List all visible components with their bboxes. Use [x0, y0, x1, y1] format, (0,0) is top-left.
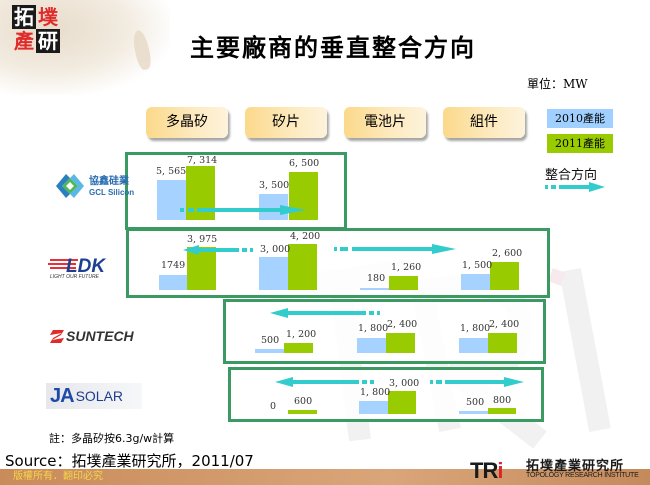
stage-cell: 電池片: [344, 107, 426, 138]
legend-direction-label: 整合方向: [545, 168, 598, 183]
stage-wafer: 矽片: [245, 107, 327, 138]
logo-char: 產: [14, 29, 34, 53]
bar-suntech-cell-2010: [357, 338, 386, 353]
value-label: 1, 800: [360, 387, 391, 398]
bar-ja-cell-2010: [359, 401, 388, 414]
value-label: 1, 800: [460, 323, 491, 334]
gcl-logo-icon: [56, 174, 84, 198]
svg-text:LDK: LDK: [66, 256, 106, 277]
value-label: 3, 000: [260, 244, 291, 255]
bar-suntech-wafer-2010: [255, 349, 284, 353]
legend-2011: 2011產能: [547, 134, 613, 153]
footnote: 註：多晶矽按6.3g/w計算: [49, 432, 175, 445]
source-label: Source：拓墣產業研究所，2011/07: [5, 452, 254, 470]
bar-ldk-poly-2010: [159, 275, 187, 290]
value-label: 1, 800: [358, 323, 389, 334]
tri-chinese-name: 拓墣產業研究所: [526, 459, 625, 474]
value-label: 180: [367, 273, 386, 284]
logo-char: 研: [36, 29, 60, 53]
bar-ldk-wafer-2011: [288, 244, 317, 290]
value-label: 1749: [161, 260, 186, 271]
tri-corner-logo: 拓 墣 產 研: [8, 5, 60, 53]
value-label: 6, 500: [289, 158, 320, 169]
unit-label: 單位：MW: [527, 77, 588, 91]
value-label: 7, 314: [187, 155, 218, 166]
logo-char: 拓: [12, 5, 36, 29]
page-title: 主要廠商的垂直整合方向: [190, 33, 476, 62]
tri-english-name: TOPOLOGY RESEARCH INSTITUTE: [526, 472, 639, 479]
integration-arrow-right-icon: [180, 205, 306, 215]
suntech-mark-icon: [50, 329, 64, 343]
bar-ja-module-2010: [459, 411, 488, 414]
bar-suntech-module-2010: [459, 338, 488, 353]
stage-polysilicon: 多晶矽: [146, 107, 228, 138]
logo-char: 墣: [38, 5, 58, 29]
bar-ja-module-2011: [488, 408, 516, 414]
integration-arrow-left-icon: [183, 245, 253, 255]
svg-text:LIGHT OUR FUTURE: LIGHT OUR FUTURE: [50, 274, 100, 280]
bar-ja-wafer-2011: [288, 410, 317, 414]
gcl-logo-text: 協鑫硅業 GCL Silicon: [89, 176, 135, 197]
bar-gcl-poly-2010: [157, 180, 186, 220]
suntech-row-box: [223, 299, 546, 364]
value-label: 0: [270, 401, 277, 412]
legend-2010: 2010產能: [547, 109, 613, 128]
value-label: 3, 500: [259, 180, 290, 191]
value-label: 2, 400: [489, 319, 520, 330]
ldk-logo-icon: LDK LIGHT OUR FUTURE: [48, 256, 106, 280]
value-label: 3, 000: [389, 378, 420, 389]
value-label: 2, 600: [492, 248, 523, 259]
value-label: 1, 200: [286, 329, 317, 340]
copyright-text: 版權所有．翻印必究: [13, 471, 103, 482]
bar-ldk-cell-2010: [360, 288, 389, 290]
integration-arrow-left-icon: [275, 377, 374, 387]
suntech-logo: SUNTECH: [50, 328, 134, 344]
value-label: 500: [466, 397, 485, 408]
value-label: 4, 200: [290, 231, 321, 242]
value-label: 600: [294, 396, 313, 407]
value-label: 2, 400: [387, 319, 418, 330]
tri-mark: TRi: [470, 458, 503, 483]
stage-module: 組件: [443, 107, 525, 138]
integration-arrow-left-icon: [270, 308, 380, 318]
integration-arrow-right-icon: [430, 377, 524, 387]
value-label: 1, 500: [462, 260, 493, 271]
value-label: 800: [493, 395, 512, 406]
bar-suntech-wafer-2011: [284, 343, 313, 353]
bar-suntech-cell-2011: [386, 333, 415, 353]
value-label: 1, 260: [391, 262, 422, 273]
ja-solar-logo: JA SOLAR: [46, 383, 142, 409]
bar-ja-cell-2011: [388, 391, 416, 414]
bar-ldk-poly-2011: [187, 247, 216, 290]
value-label: 5, 565: [156, 166, 187, 177]
bar-ldk-module-2011: [490, 262, 519, 290]
integration-arrow-right-icon: [334, 244, 456, 254]
value-label: 500: [261, 335, 280, 346]
bar-ldk-module-2010: [461, 274, 490, 290]
bar-ldk-wafer-2010: [259, 257, 288, 290]
footer-bar: [0, 469, 650, 485]
tri-footer-logo: TRi 拓墣產業研究所 TOPOLOGY RESEARCH INSTITUTE: [470, 455, 645, 483]
bar-suntech-module-2011: [488, 333, 517, 353]
value-label: 3, 975: [187, 234, 218, 245]
legend-arrow-icon: [545, 182, 605, 192]
bar-ldk-cell-2011: [389, 276, 418, 290]
